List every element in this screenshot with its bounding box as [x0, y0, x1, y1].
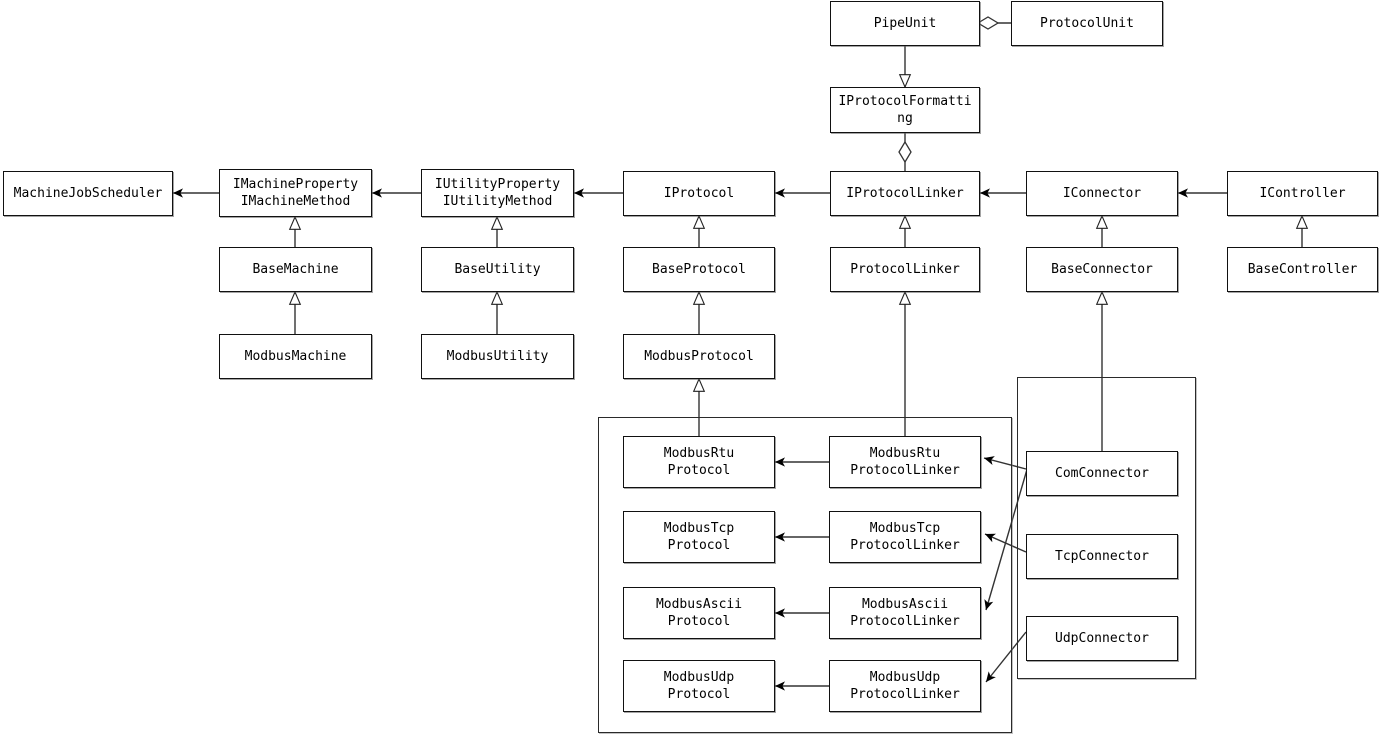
- class-name-label: BaseMachine: [252, 262, 339, 277]
- class-box-ModbusAsciiProtocolLinker[interactable]: ModbusAscii ProtocolLinker: [829, 587, 981, 639]
- class-name-label: IProtocolLinker: [846, 186, 964, 201]
- class-name-label: TcpConnector: [1055, 549, 1149, 564]
- class-name-label: BaseController: [1247, 262, 1358, 277]
- class-box-ModbusTcpProtocol[interactable]: ModbusTcp Protocol: [623, 511, 775, 563]
- class-name-label: BaseUtility: [454, 262, 541, 277]
- class-name-label: IProtocolFormatti ng: [838, 94, 972, 126]
- class-box-ComConnector[interactable]: ComConnector: [1026, 451, 1178, 496]
- class-name-label: ModbusProtocol: [644, 349, 754, 364]
- class-name-label: ModbusUdp ProtocolLinker: [850, 670, 960, 702]
- class-name-label: IConnector: [1062, 186, 1142, 201]
- class-name-label: ProtocolLinker: [850, 262, 960, 277]
- class-box-ModbusTcpProtocolLinker[interactable]: ModbusTcp ProtocolLinker: [829, 511, 981, 563]
- class-box-TcpConnector[interactable]: TcpConnector: [1026, 534, 1178, 579]
- class-name-label: ProtocolUnit: [1040, 16, 1134, 31]
- class-box-IProtocol[interactable]: IProtocol: [623, 171, 775, 216]
- class-name-label: ModbusRtu ProtocolLinker: [850, 446, 960, 478]
- class-name-label: ComConnector: [1055, 466, 1149, 481]
- class-box-ModbusMachine[interactable]: ModbusMachine: [219, 334, 372, 379]
- class-box-ModbusProtocol[interactable]: ModbusProtocol: [623, 334, 775, 379]
- class-name-label: IController: [1259, 186, 1346, 201]
- class-box-BaseController[interactable]: BaseController: [1227, 247, 1378, 292]
- class-box-ModbusUtility[interactable]: ModbusUtility: [421, 334, 574, 379]
- aggregation-diamond: [976, 16, 1000, 30]
- class-name-label: MachineJobScheduler: [13, 186, 163, 201]
- class-box-UdpConnector[interactable]: UdpConnector: [1026, 616, 1178, 661]
- class-box-IUtilityProperty[interactable]: IUtilityProperty IUtilityMethod: [421, 169, 574, 217]
- class-box-ModbusUdpProtocolLinker[interactable]: ModbusUdp ProtocolLinker: [829, 660, 981, 712]
- class-box-ModbusRtuProtocolLinker[interactable]: ModbusRtu ProtocolLinker: [829, 436, 981, 488]
- class-name-label: IUtilityProperty IUtilityMethod: [434, 177, 561, 209]
- class-box-BaseUtility[interactable]: BaseUtility: [421, 247, 574, 292]
- class-name-label: ModbusUdp Protocol: [663, 670, 735, 702]
- aggregation-diamond: [898, 140, 912, 164]
- class-box-ProtocolUnit[interactable]: ProtocolUnit: [1011, 1, 1163, 46]
- class-name-label: BaseProtocol: [652, 262, 746, 277]
- class-box-IController[interactable]: IController: [1227, 171, 1378, 216]
- class-name-label: ModbusTcp ProtocolLinker: [850, 521, 960, 553]
- class-name-label: ModbusRtu Protocol: [663, 446, 735, 478]
- class-box-ModbusAsciiProtocol[interactable]: ModbusAscii Protocol: [623, 587, 775, 639]
- class-name-label: ModbusMachine: [244, 349, 347, 364]
- class-box-IMachineProperty[interactable]: IMachineProperty IMachineMethod: [219, 169, 372, 217]
- class-name-label: ModbusAscii Protocol: [655, 597, 743, 629]
- class-name-label: ModbusAscii ProtocolLinker: [850, 597, 960, 629]
- class-box-IConnector[interactable]: IConnector: [1026, 171, 1178, 216]
- class-box-ProtocolLinker[interactable]: ProtocolLinker: [830, 247, 980, 292]
- class-box-BaseProtocol[interactable]: BaseProtocol: [623, 247, 775, 292]
- class-box-BaseConnector[interactable]: BaseConnector: [1026, 247, 1178, 292]
- class-box-MachineJobScheduler[interactable]: MachineJobScheduler: [3, 171, 173, 216]
- class-name-label: PipeUnit: [873, 16, 937, 31]
- class-name-label: IMachineProperty IMachineMethod: [232, 177, 359, 209]
- class-box-ModbusUdpProtocol[interactable]: ModbusUdp Protocol: [623, 660, 775, 712]
- class-name-label: BaseConnector: [1051, 262, 1153, 277]
- class-box-ModbusRtuProtocol[interactable]: ModbusRtu Protocol: [623, 436, 775, 488]
- class-name-label: IProtocol: [663, 186, 735, 201]
- class-name-label: ModbusUtility: [446, 349, 549, 364]
- class-name-label: UdpConnector: [1055, 631, 1149, 646]
- class-box-IProtocolLinker[interactable]: IProtocolLinker: [830, 171, 980, 216]
- class-box-BaseMachine[interactable]: BaseMachine: [219, 247, 372, 292]
- class-box-PipeUnit[interactable]: PipeUnit: [830, 1, 980, 46]
- class-name-label: ModbusTcp Protocol: [663, 521, 735, 553]
- class-box-IProtocolFormatting[interactable]: IProtocolFormatti ng: [830, 87, 980, 133]
